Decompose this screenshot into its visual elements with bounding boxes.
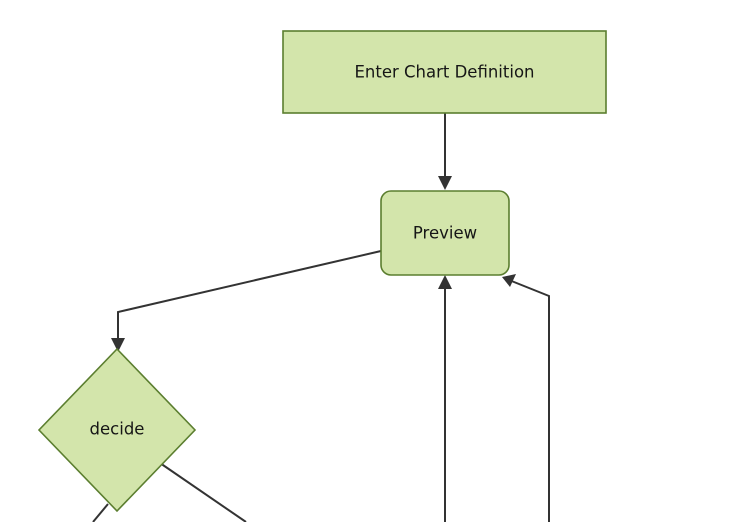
edge-enter-to-preview xyxy=(438,113,452,190)
node-shape-diamond xyxy=(37,347,197,513)
edge-line xyxy=(117,250,382,345)
edge-bottom-right-to-preview xyxy=(502,274,550,522)
edge-line xyxy=(159,462,247,522)
arrowhead-icon xyxy=(502,274,516,287)
edges-layer xyxy=(92,113,550,522)
node-label-decide: decide xyxy=(90,420,145,439)
arrowhead-icon xyxy=(438,275,452,289)
node-shape-rectangle xyxy=(282,30,607,114)
edge-line xyxy=(508,279,550,522)
edge-bottom-center-to-preview xyxy=(438,275,452,522)
node-preview[interactable]: Preview xyxy=(380,190,510,276)
arrowhead-icon xyxy=(438,176,452,190)
node-decide[interactable]: decide xyxy=(37,347,197,513)
node-label-enter-chart-definition: Enter Chart Definition xyxy=(354,63,534,82)
node-enter-chart-definition[interactable]: Enter Chart Definition xyxy=(282,30,607,114)
nodes-layer: Enter Chart Definition Preview decide xyxy=(37,30,607,513)
edge-line xyxy=(92,503,109,522)
node-shape-rounded-rectangle xyxy=(380,190,510,276)
edge-preview-to-decide xyxy=(111,250,382,352)
edge-decide-bottom-right xyxy=(159,462,247,522)
arrowhead-icon xyxy=(111,338,125,352)
edge-decide-bottom-left xyxy=(92,503,109,522)
node-label-preview: Preview xyxy=(413,224,477,243)
